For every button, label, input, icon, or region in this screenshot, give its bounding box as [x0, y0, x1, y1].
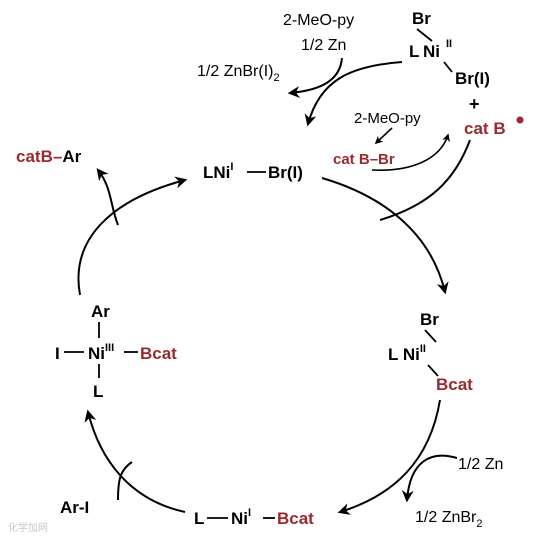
watermark: 化学加网: [8, 521, 48, 534]
arrow-meo-py-mid: [374, 127, 393, 145]
ni-ii-start-complex: Br L Ni II Br(I): [409, 9, 490, 88]
byproduct-znbr2: 1/2 ZnBr2: [415, 509, 482, 530]
reagent-half-zn-top: 1/2 Zn: [301, 37, 346, 54]
ni-iii-complex: Ar I NiIII Bcat L: [55, 302, 177, 401]
bond-ni-bri: [443, 61, 453, 73]
svg-text:Bcat: Bcat: [140, 344, 177, 363]
ni-ii-start-ni: Ni: [423, 42, 440, 61]
svg-text:I: I: [55, 344, 60, 363]
ni-ii-start-l: L: [409, 42, 419, 61]
arrow-product-release: [96, 168, 119, 226]
arrow-zn-reduction: [401, 454, 458, 503]
reagent-ar-i: Ar-I: [60, 498, 89, 517]
svg-text:LNiI: LNiI: [203, 161, 233, 182]
svg-text:Bcat: Bcat: [277, 509, 314, 528]
ni-ii-start-br-top: Br: [412, 9, 431, 28]
arrow-cycle-top-right: [321, 177, 449, 295]
ni-i-bcat-complex: L NiI Bcat: [194, 507, 314, 528]
svg-text:L: L: [194, 509, 204, 528]
bond-ni-br-top: [416, 28, 433, 42]
svg-text:L: L: [93, 382, 103, 401]
catb-br: cat B–Br: [333, 151, 395, 168]
reagent-meo-py-top: 2-MeO-py: [283, 12, 354, 29]
svg-text:L NiII: L NiII: [388, 343, 426, 364]
arrow-znbr-out: [287, 57, 343, 99]
product-catb-ar: catB–Ar: [16, 147, 82, 166]
lni-i-br: Br(I): [268, 163, 303, 182]
ni-ii-bcat-complex: Br L NiII Bcat: [388, 310, 473, 394]
arrow-radical-entry: [379, 139, 471, 221]
reagent-meo-py-mid: 2-MeO-py: [354, 110, 421, 127]
svg-text:NiIII: NiIII: [88, 342, 114, 363]
cat-b-radical: cat B: [464, 119, 506, 138]
svg-text:Br: Br: [420, 310, 439, 329]
ni-ii-start-bri: Br(I): [455, 69, 490, 88]
reagent-half-zn-bottom: 1/2 Zn: [458, 456, 503, 473]
arrow-cycle-top-left: [77, 176, 188, 296]
arrow-catb-br-form: [371, 133, 450, 171]
byproduct-znbr-i: 1/2 ZnBr(I)2: [197, 63, 280, 84]
svg-text:Ar: Ar: [91, 302, 110, 321]
lni-i-br-complex: LNiI Br(I): [203, 161, 303, 182]
radical-dot-icon: [516, 116, 524, 124]
ni-ii-start-ox: II: [446, 38, 452, 50]
arrow-cycle-bottom-right: [337, 399, 441, 515]
arrow-reduction-top: [304, 61, 403, 127]
svg-text:NiI: NiI: [231, 507, 251, 528]
plus-sign: +: [469, 94, 480, 114]
svg-text:Bcat: Bcat: [436, 375, 473, 394]
arrow-ari-entry: [117, 461, 133, 501]
arrow-cycle-bottom-left: [84, 409, 186, 513]
